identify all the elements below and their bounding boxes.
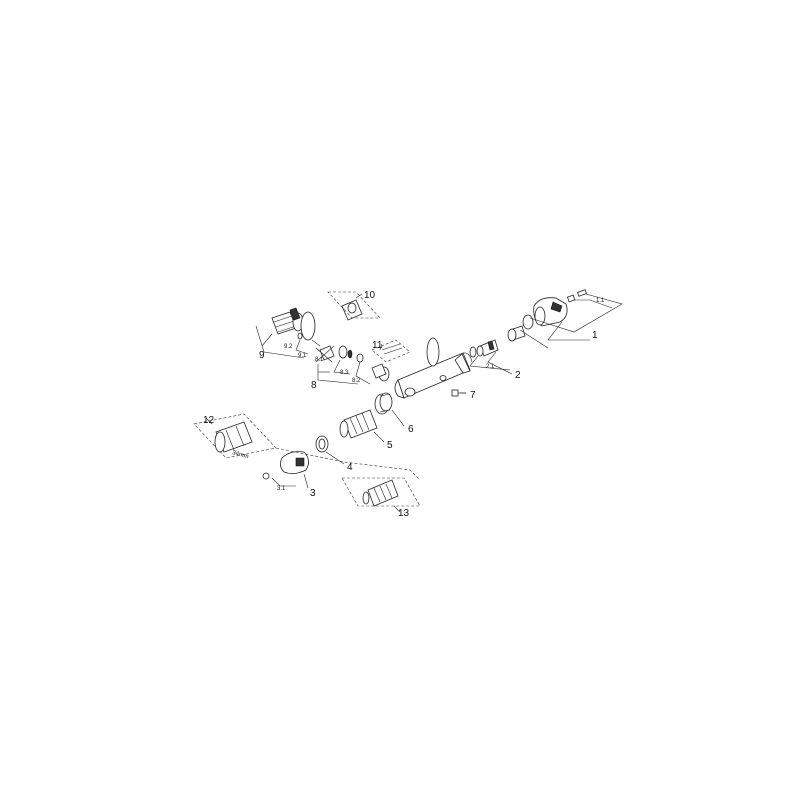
callout-12: 12	[203, 415, 215, 426]
callout-8: 8	[311, 380, 317, 391]
callout-13: 13	[398, 508, 410, 519]
part-10-adapter	[341, 299, 363, 321]
callout-4: 4	[347, 462, 353, 473]
part-5-thermo-cartridge	[339, 409, 378, 439]
part-2-cartridge	[476, 314, 534, 357]
callout-9: 9	[259, 350, 265, 361]
callout-9-2: 9.2	[284, 344, 293, 350]
callout-2: 2	[515, 370, 521, 381]
part-9-flow-control	[271, 307, 316, 341]
part-4-ring	[315, 435, 329, 453]
mixer-body	[394, 337, 473, 399]
part-11-clip	[371, 339, 411, 363]
callout-2-1: 2.1	[486, 364, 495, 370]
part-1-temperature-handle	[533, 297, 568, 327]
callout-1-1: 1.1	[596, 298, 605, 304]
callout-8-1: 8.1	[315, 357, 324, 363]
callout-7: 7	[470, 390, 476, 401]
part-13-cartridge	[341, 477, 421, 507]
callout-1: 1	[592, 330, 598, 341]
part-3-1-screw	[262, 472, 270, 480]
callout-9-1: 9.1	[298, 353, 307, 359]
part-2-1-seal	[469, 346, 477, 358]
callout-8-2: 8.2	[352, 378, 361, 384]
callout-3-1: 3.1	[277, 486, 286, 492]
part-8-valve-parts	[315, 345, 390, 382]
callout-11: 11	[372, 340, 383, 351]
callout-6: 6	[408, 424, 414, 435]
callout-8-3: 8.3	[340, 370, 349, 376]
callout-5: 5	[387, 440, 393, 451]
callout-10: 10	[364, 290, 376, 301]
part-6-nut	[374, 392, 393, 415]
dimension-label: 34mm	[231, 450, 249, 460]
part-9-2-ring	[297, 332, 303, 340]
part-1-1-screw	[566, 289, 587, 303]
leader-lines	[205, 293, 623, 513]
part-3-cap	[280, 451, 309, 474]
callout-3: 3	[310, 488, 316, 499]
